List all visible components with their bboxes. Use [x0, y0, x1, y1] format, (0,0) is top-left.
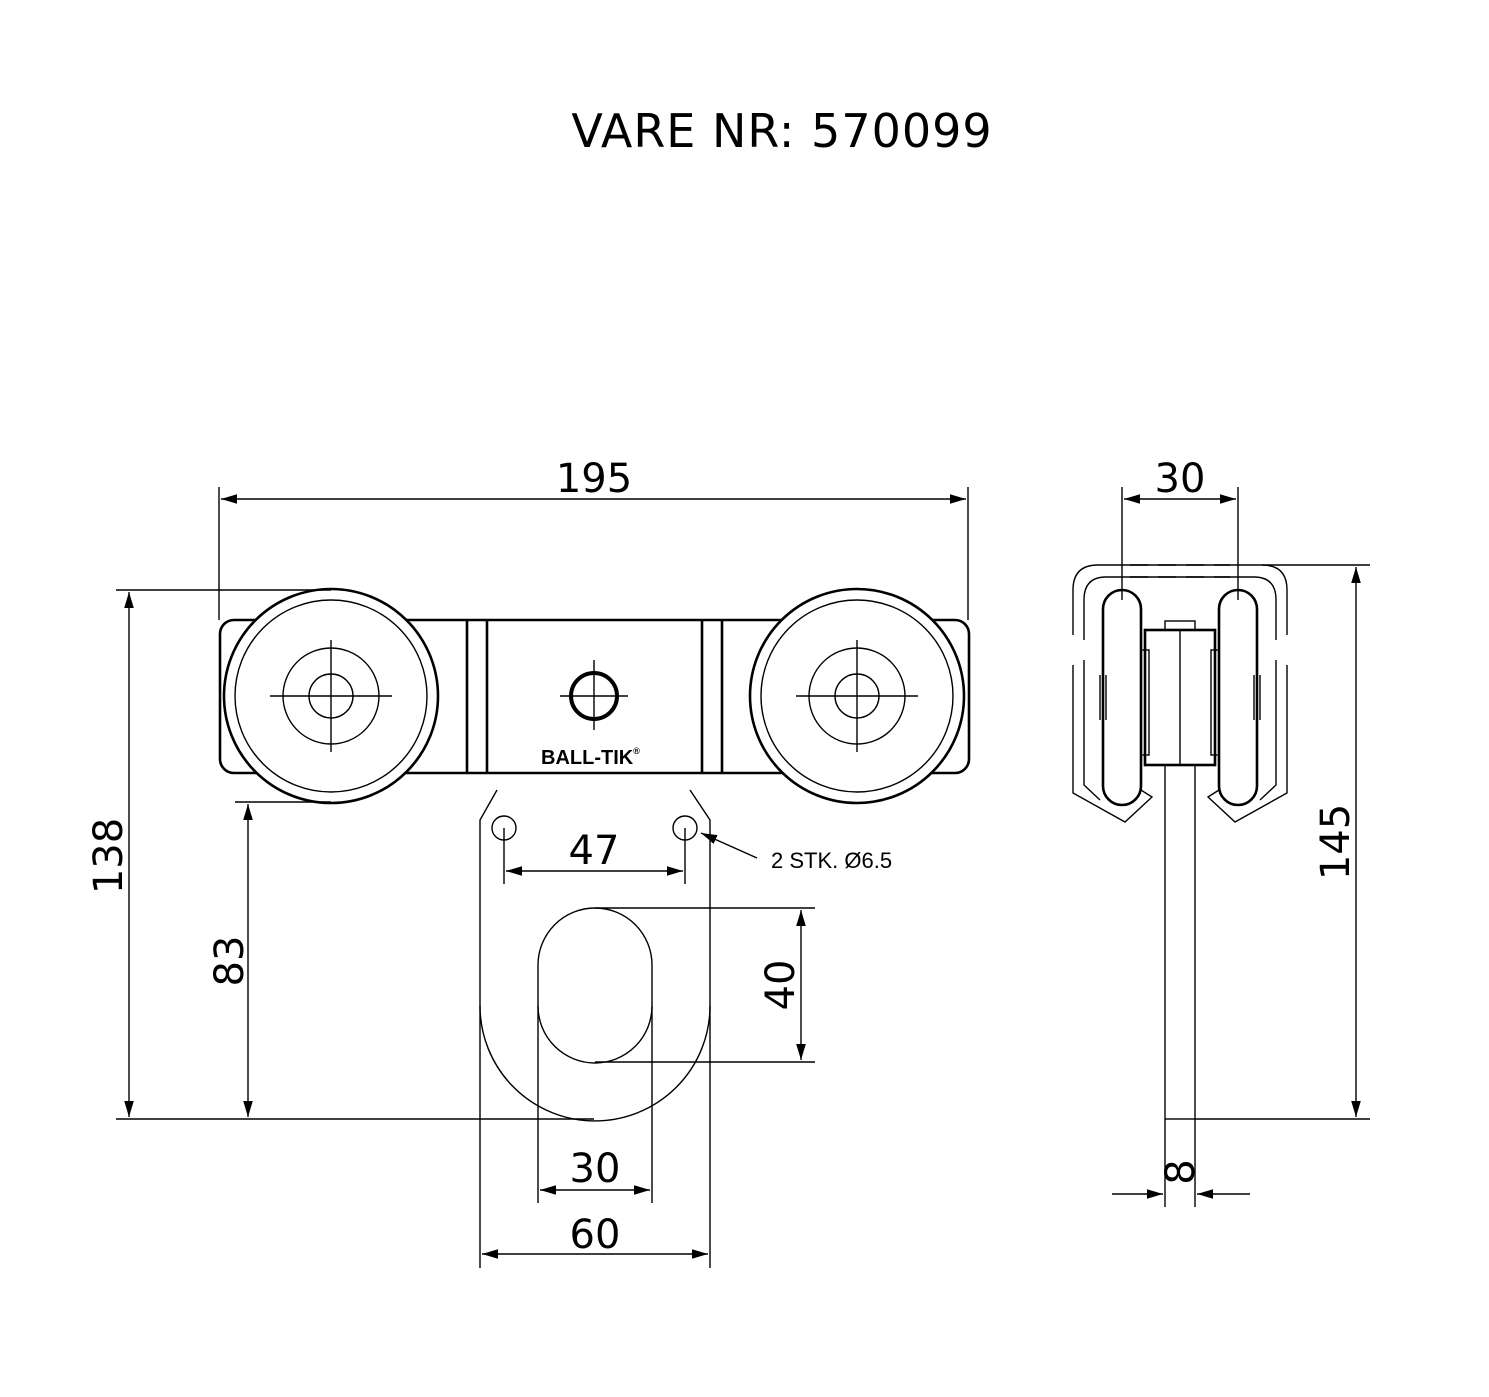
rail-profile	[1072, 564, 1288, 635]
dim-side-height: 145	[1313, 804, 1359, 880]
dim-plate-width: 60	[570, 1212, 621, 1258]
dim-slot-height: 40	[758, 960, 804, 1011]
center-bolt-icon	[560, 660, 628, 730]
side-dimensions: 30 145 8	[1112, 456, 1370, 1207]
right-wheel-icon	[748, 587, 966, 805]
carriage-body	[218, 618, 971, 775]
side-hanger-plate	[1164, 764, 1196, 1120]
dim-side-width: 30	[1155, 456, 1206, 502]
side-wheel-left	[1101, 588, 1143, 807]
front-dimensions: 195 138 83 47 2 STK. Ø6.5 40 30 60	[86, 456, 969, 1268]
side-wheel-right	[1217, 588, 1259, 807]
dim-overall-width: 195	[556, 456, 632, 502]
center-block	[465, 620, 724, 773]
side-view	[1072, 564, 1288, 1120]
dim-hole-spacing: 47	[569, 828, 620, 874]
hole-note: 2 STK. Ø6.5	[771, 848, 892, 873]
dim-overall-height: 138	[86, 818, 132, 894]
front-view: BALL-TIK®	[218, 587, 971, 1122]
hanger-plate	[479, 789, 711, 1122]
dim-plate-thickness: 8	[1158, 1159, 1204, 1184]
drawing-title: VARE NR: 570099	[571, 104, 992, 158]
left-wheel-icon	[222, 587, 440, 805]
brand-label: BALL-TIK®	[541, 746, 640, 769]
oval-slot	[537, 907, 653, 1064]
dim-mount-height: 83	[207, 936, 253, 987]
dim-slot-width: 30	[570, 1146, 621, 1192]
